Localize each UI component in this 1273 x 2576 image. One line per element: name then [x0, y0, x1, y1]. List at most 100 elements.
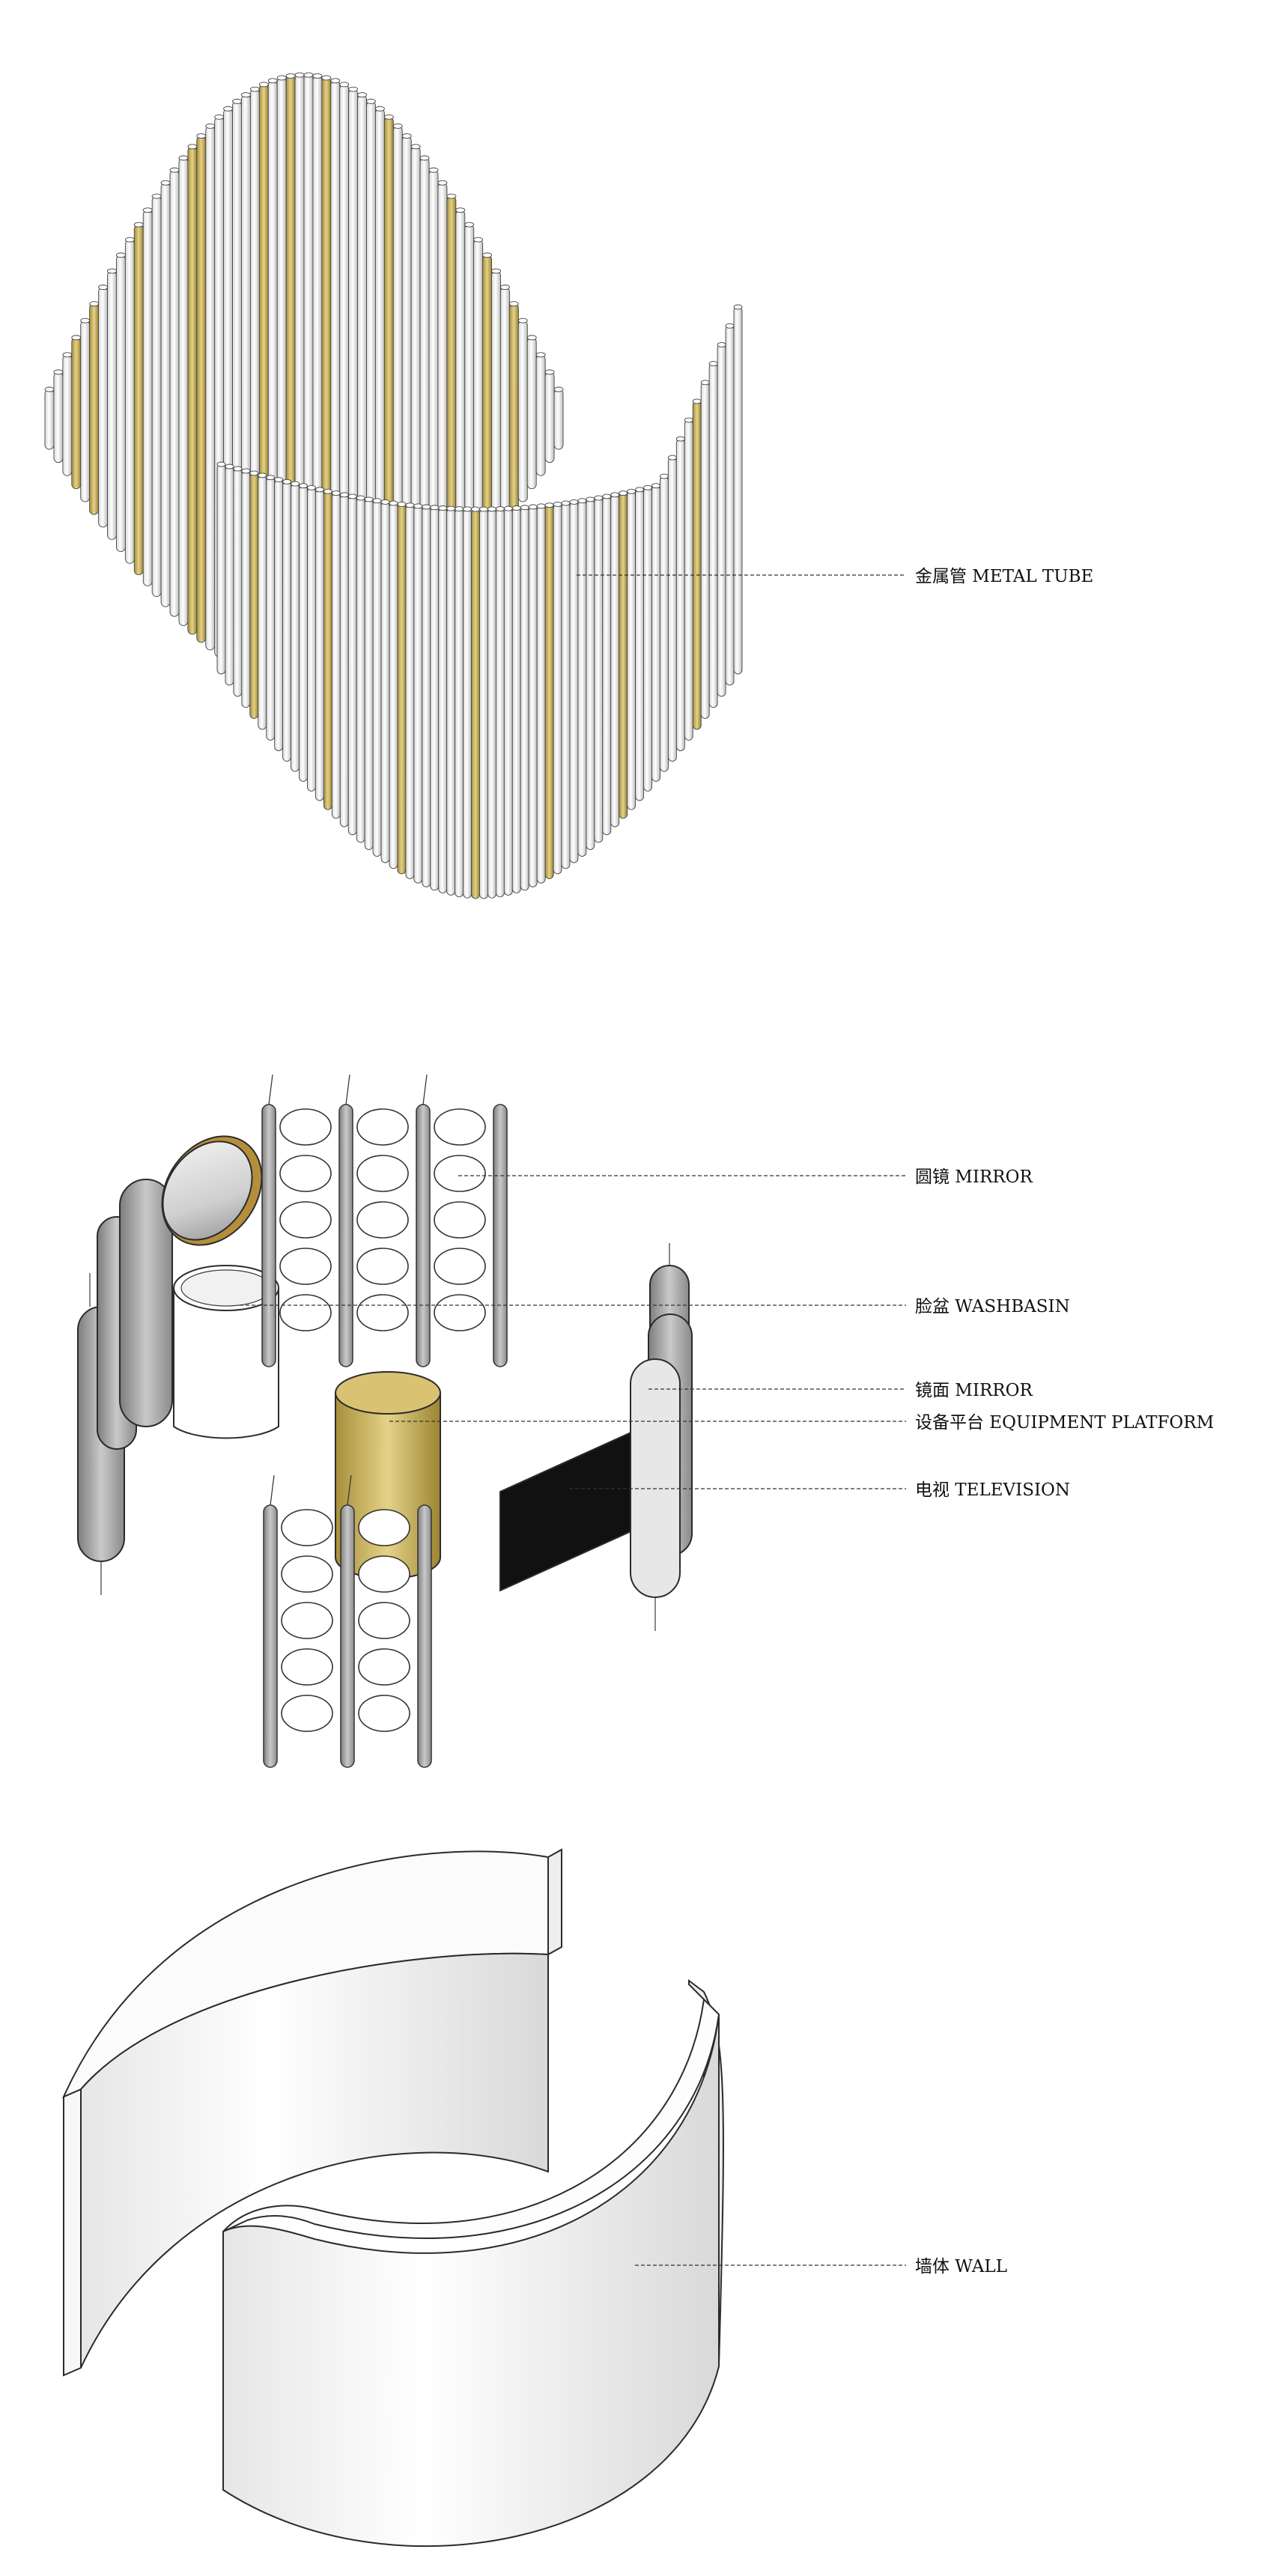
metal-tube [535, 354, 546, 476]
metal-tube [274, 479, 284, 752]
round-mirror [279, 1155, 332, 1192]
metal-tube [98, 287, 109, 528]
metal-tube [499, 287, 510, 528]
washbasin-cylinder [173, 1265, 279, 1439]
round-mirror [279, 1248, 332, 1285]
metal-tube [708, 363, 718, 708]
metal-tube [491, 270, 501, 540]
metal-tube [586, 499, 595, 850]
back-curved-wall [62, 1848, 562, 2377]
metal-tube [659, 476, 669, 772]
round-mirror [356, 1201, 409, 1239]
metal-tube [331, 493, 341, 819]
tube-cap [249, 470, 259, 476]
label-wall: 墙体 WALL [915, 2257, 1007, 2276]
round-mirror [281, 1648, 333, 1686]
metal-tube [115, 255, 126, 553]
metal-tube [577, 500, 587, 857]
gold-tube [692, 401, 702, 730]
tube-cap [553, 386, 564, 392]
metal-tube [266, 477, 276, 741]
tube-cap [708, 361, 718, 367]
metal-tube [347, 496, 357, 836]
metal-tube [422, 506, 431, 887]
round-mirror [279, 1294, 332, 1331]
tube-cap [405, 502, 415, 508]
metal-tube [463, 508, 473, 899]
metal-tube [225, 466, 234, 686]
tube-cap [294, 72, 305, 78]
tube-cap [526, 335, 537, 341]
metal-tube [205, 125, 216, 651]
tube-cap [98, 285, 109, 291]
tube-cap [258, 473, 267, 479]
strip-edge [493, 1104, 508, 1367]
tube-cap [299, 483, 308, 489]
gold-tube [187, 146, 198, 635]
tube-cap [471, 506, 480, 512]
mirror-panel [630, 1358, 681, 1598]
metal-tube [107, 270, 117, 540]
tube-cap [717, 341, 726, 347]
tube-cap [495, 506, 505, 511]
tube-cap [659, 473, 669, 479]
tube-cap [169, 167, 180, 173]
round-mirror [356, 1155, 409, 1192]
metal-tube [517, 320, 528, 502]
metal-tube [160, 182, 171, 607]
metal-tube [62, 354, 73, 476]
tube-cap [594, 495, 604, 501]
gold-tube [323, 490, 332, 810]
hanging-rod [268, 1074, 273, 1105]
tube-cap [535, 352, 546, 358]
tube-cap [455, 207, 466, 213]
tube-cap [577, 498, 587, 504]
metal-tube [602, 496, 612, 836]
tube-cap [438, 505, 448, 511]
tube-cap [635, 487, 645, 493]
tube-cap [216, 461, 226, 467]
round-mirror [281, 1602, 333, 1639]
metal-tube [553, 503, 562, 875]
tube-cap [536, 503, 546, 509]
tube-cap [517, 318, 528, 323]
round-mirror-left [161, 1135, 263, 1246]
metal-tube [80, 320, 91, 502]
tube-cap [430, 505, 440, 511]
tube-cap [422, 504, 431, 510]
metal-tube [561, 502, 571, 869]
tube-cap [357, 92, 367, 98]
tube-cap [692, 398, 702, 404]
round-mirror [281, 1509, 333, 1546]
metal-tube [405, 505, 415, 879]
tube-cap [482, 252, 493, 258]
tube-cap [331, 490, 341, 496]
left-grey-panel-group [77, 1179, 173, 1595]
tube-cap [321, 75, 332, 81]
gold-tube [89, 303, 100, 515]
tube-cap [479, 506, 488, 512]
tube-cap [366, 98, 376, 104]
metal-tube [389, 502, 398, 869]
callout-washbasin: 脸盆 WASHBASIN [240, 1297, 1070, 1316]
tube-cap [364, 496, 374, 502]
metal-tube [315, 489, 324, 801]
round-mirror [279, 1201, 332, 1239]
tube-cap [160, 180, 171, 186]
strip-edge [338, 1104, 353, 1367]
tube-cap [142, 207, 153, 213]
tube-cap [214, 114, 225, 120]
tube-cap [473, 237, 484, 243]
tube-cap [307, 484, 316, 490]
metal-tube [700, 382, 710, 719]
gold-tube [133, 224, 144, 576]
tube-cap [241, 468, 251, 474]
metal-tube [733, 306, 743, 675]
hanging-rod [270, 1474, 275, 1506]
tube-cap [151, 193, 162, 199]
metal-tube [307, 487, 316, 792]
tube-cap [187, 144, 198, 150]
tube-cap [178, 155, 189, 161]
tube-cap [397, 501, 407, 507]
tube-cap [232, 98, 242, 104]
